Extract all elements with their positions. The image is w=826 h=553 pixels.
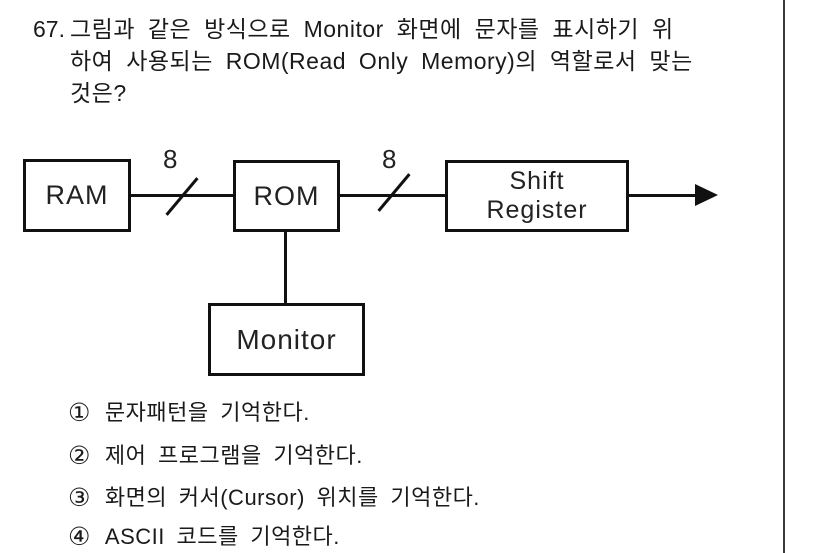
option-3-number: ③ — [68, 484, 91, 512]
ram-block: RAM — [23, 159, 131, 232]
option-2-number: ② — [68, 442, 91, 470]
rom-block: ROM — [233, 160, 340, 232]
option-1-text: 문자패턴을 기억한다. — [104, 400, 310, 425]
output-line — [629, 194, 699, 197]
bus-width-label-1: 8 — [163, 144, 178, 174]
ram-label: RAM — [45, 180, 109, 210]
option-1-number: ① — [68, 399, 91, 427]
line-rom-monitor — [284, 232, 287, 303]
answer-option-3: ③ 화면의 커서(Cursor) 위치를 기억한다. — [68, 483, 480, 513]
option-4-number: ④ — [68, 523, 91, 551]
question-text-line-1: 그림과 같은 방식으로 Monitor 화면에 문자를 표시하기 위 — [70, 16, 674, 42]
rom-label: ROM — [253, 180, 320, 211]
option-2-text: 제어 프로그램을 기억한다. — [104, 443, 363, 468]
answer-option-2: ② 제어 프로그램을 기억한다. — [68, 441, 363, 471]
shift-register-block: Shift Register — [445, 160, 629, 232]
bus-width-label-2: 8 — [382, 144, 397, 174]
shift-register-label-line2: Register — [486, 196, 588, 224]
page-column-divider — [783, 0, 785, 553]
monitor-block: Monitor — [208, 303, 365, 376]
question-number: 67. — [33, 16, 65, 42]
question-text-line-3: 것은? — [70, 80, 127, 106]
option-3-text: 화면의 커서(Cursor) 위치를 기억한다. — [104, 485, 480, 510]
option-4-text: ASCII 코드를 기억한다. — [104, 524, 340, 549]
monitor-label: Monitor — [236, 323, 337, 355]
answer-option-1: ① 문자패턴을 기억한다. — [68, 398, 310, 428]
shift-register-label-line1: Shift — [509, 167, 565, 195]
question-text-line-2: 하여 사용되는 ROM(Read Only Memory)의 역할로서 맞는 — [70, 48, 693, 74]
bus-width-slash-2 — [377, 173, 411, 212]
answer-option-4: ④ ASCII 코드를 기억한다. — [68, 522, 340, 552]
output-arrow-icon — [695, 184, 718, 206]
